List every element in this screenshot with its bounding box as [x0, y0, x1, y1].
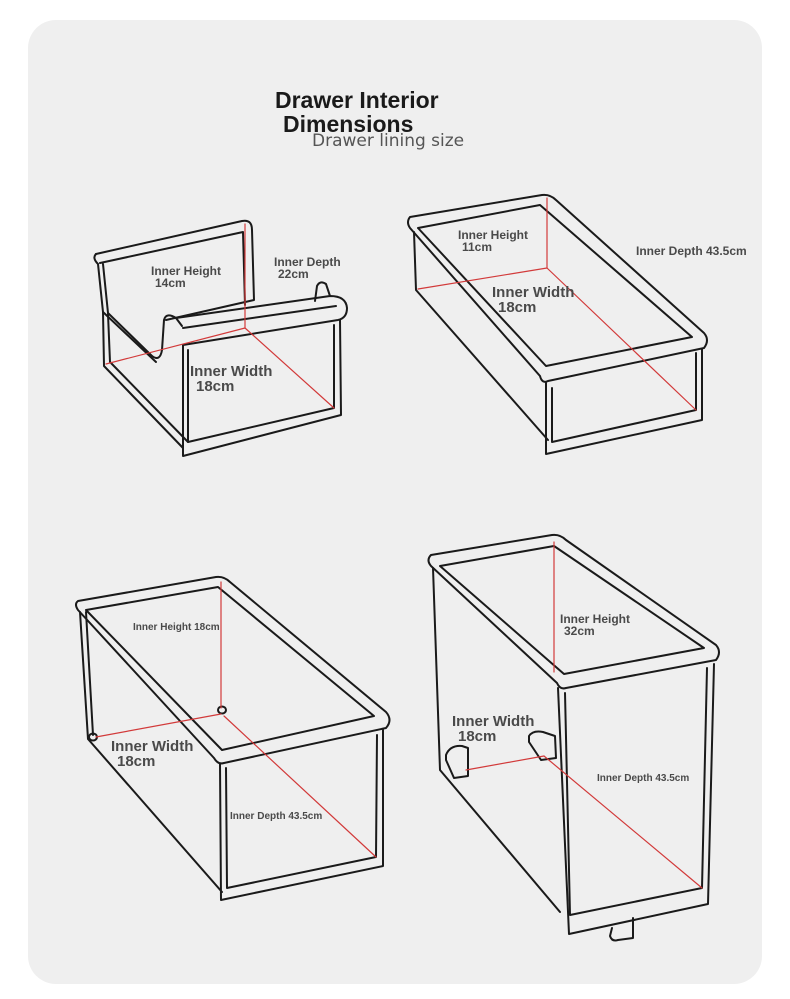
drawer-4-depth-text: Inner Depth 43.5cm [597, 773, 690, 784]
drawer-3-depth-text: Inner Depth 43.5cm [230, 811, 323, 822]
drawer-3-height-text: Inner Height 18cm [133, 622, 220, 633]
drawer-2-width-value: 18cm [498, 299, 537, 316]
drawer-1-depth-label: Inner Depth [274, 255, 341, 269]
drawer-4-width-label: Inner Width [452, 713, 535, 730]
drawer-3-width-value: 18cm [117, 753, 156, 770]
drawer-4-height-value: 32cm [564, 624, 595, 638]
title-line-2: Dimensions [283, 111, 414, 137]
drawer-1-height-value: 14cm [155, 276, 186, 290]
drawer-4-width-value: 18cm [458, 728, 497, 745]
drawer-1-depth-value: 22cm [278, 267, 309, 281]
drawer-2-height-value: 11cm [462, 240, 493, 254]
drawer-1-width-value: 18cm [196, 378, 235, 395]
drawer-1-height-label: Inner Height [151, 264, 222, 278]
drawer-1 [93, 219, 348, 457]
panel-background [28, 20, 762, 984]
drawer-2-width-label: Inner Width [492, 284, 575, 301]
drawer-4 [427, 533, 720, 942]
drawer-1-width-label: Inner Width [190, 363, 273, 380]
drawer-2-height-label: Inner Height [458, 228, 529, 242]
title-line-1: Drawer Interior [275, 87, 439, 113]
subtitle: Drawer lining size [312, 131, 465, 151]
drawer-3 [75, 575, 391, 901]
drawer-2 [407, 193, 708, 455]
drawer-4-height-label: Inner Height [560, 612, 631, 626]
drawer-2-depth-text: Inner Depth 43.5cm [636, 244, 747, 258]
drawer-3-width-label: Inner Width [111, 738, 194, 755]
